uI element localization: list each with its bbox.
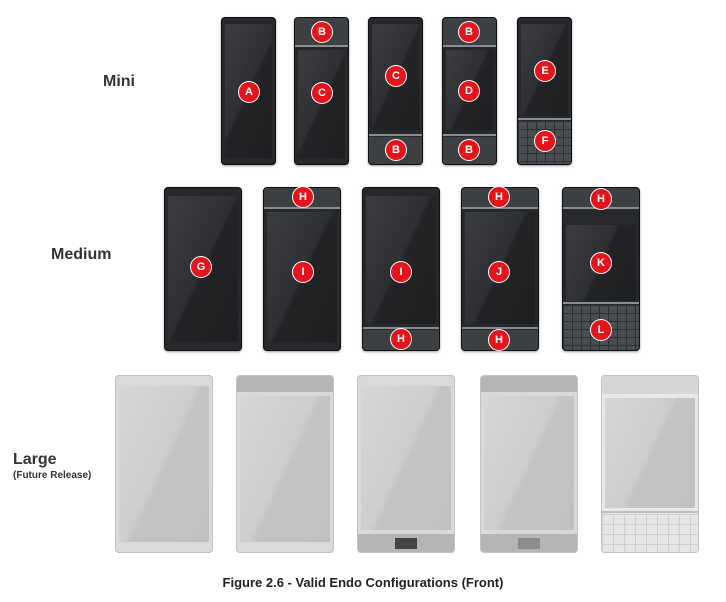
module-seam — [295, 45, 348, 47]
top-module — [237, 376, 333, 392]
badge-h: H — [489, 330, 509, 350]
large-config-5 — [601, 375, 699, 553]
badge-a: A — [239, 82, 259, 102]
badge-c: C — [312, 83, 332, 103]
large-config-3 — [357, 375, 455, 553]
module-seam — [363, 327, 439, 329]
badge-h: H — [489, 187, 509, 207]
badge-h: H — [293, 187, 313, 207]
badge-b: B — [459, 140, 479, 160]
module-seam — [462, 207, 538, 209]
badge-h: H — [391, 329, 411, 349]
badge-i: I — [391, 262, 411, 282]
large-screen — [484, 396, 574, 530]
bottom-module-button — [395, 538, 417, 549]
top-module — [602, 376, 698, 394]
keyboard-module — [602, 514, 698, 552]
large-config-1 — [115, 375, 213, 553]
medium-config-1 — [164, 187, 242, 351]
bottom-module-button — [518, 538, 540, 549]
module-seam — [443, 45, 496, 47]
badge-l: L — [591, 320, 611, 340]
badge-f: F — [535, 131, 555, 151]
badge-j: J — [489, 262, 509, 282]
module-seam — [602, 511, 698, 513]
mini-config-1 — [221, 17, 276, 165]
module-seam — [518, 118, 571, 120]
badge-c: C — [386, 66, 406, 86]
badge-k: K — [591, 253, 611, 273]
module-seam — [563, 302, 639, 304]
module-seam — [264, 207, 340, 209]
large-screen — [361, 386, 451, 530]
top-module — [481, 376, 577, 392]
badge-b: B — [386, 140, 406, 160]
badge-h: H — [591, 189, 611, 209]
large-screen — [240, 396, 330, 542]
figure-caption: Figure 2.6 - Valid Endo Configurations (… — [222, 575, 504, 590]
badge-e: E — [535, 61, 555, 81]
badge-d: D — [459, 81, 479, 101]
badge-b: B — [312, 22, 332, 42]
mini-config-3 — [368, 17, 423, 165]
large-screen — [119, 386, 209, 542]
row-sublabel-large: (Future Release) — [13, 470, 92, 481]
module-seam — [443, 134, 496, 136]
medium-screen — [366, 196, 436, 324]
keyboard-module — [563, 305, 639, 350]
large-screen — [605, 398, 695, 508]
module-seam — [462, 327, 538, 329]
module-seam — [369, 134, 422, 136]
large-config-4 — [480, 375, 578, 553]
badge-b: B — [459, 22, 479, 42]
mini-screen — [298, 50, 345, 158]
row-label-medium: Medium — [51, 246, 112, 263]
row-label-mini: Mini — [103, 73, 135, 90]
row-label-large: Large — [13, 451, 57, 468]
large-config-2 — [236, 375, 334, 553]
badge-g: G — [191, 257, 211, 277]
badge-i: I — [293, 262, 313, 282]
